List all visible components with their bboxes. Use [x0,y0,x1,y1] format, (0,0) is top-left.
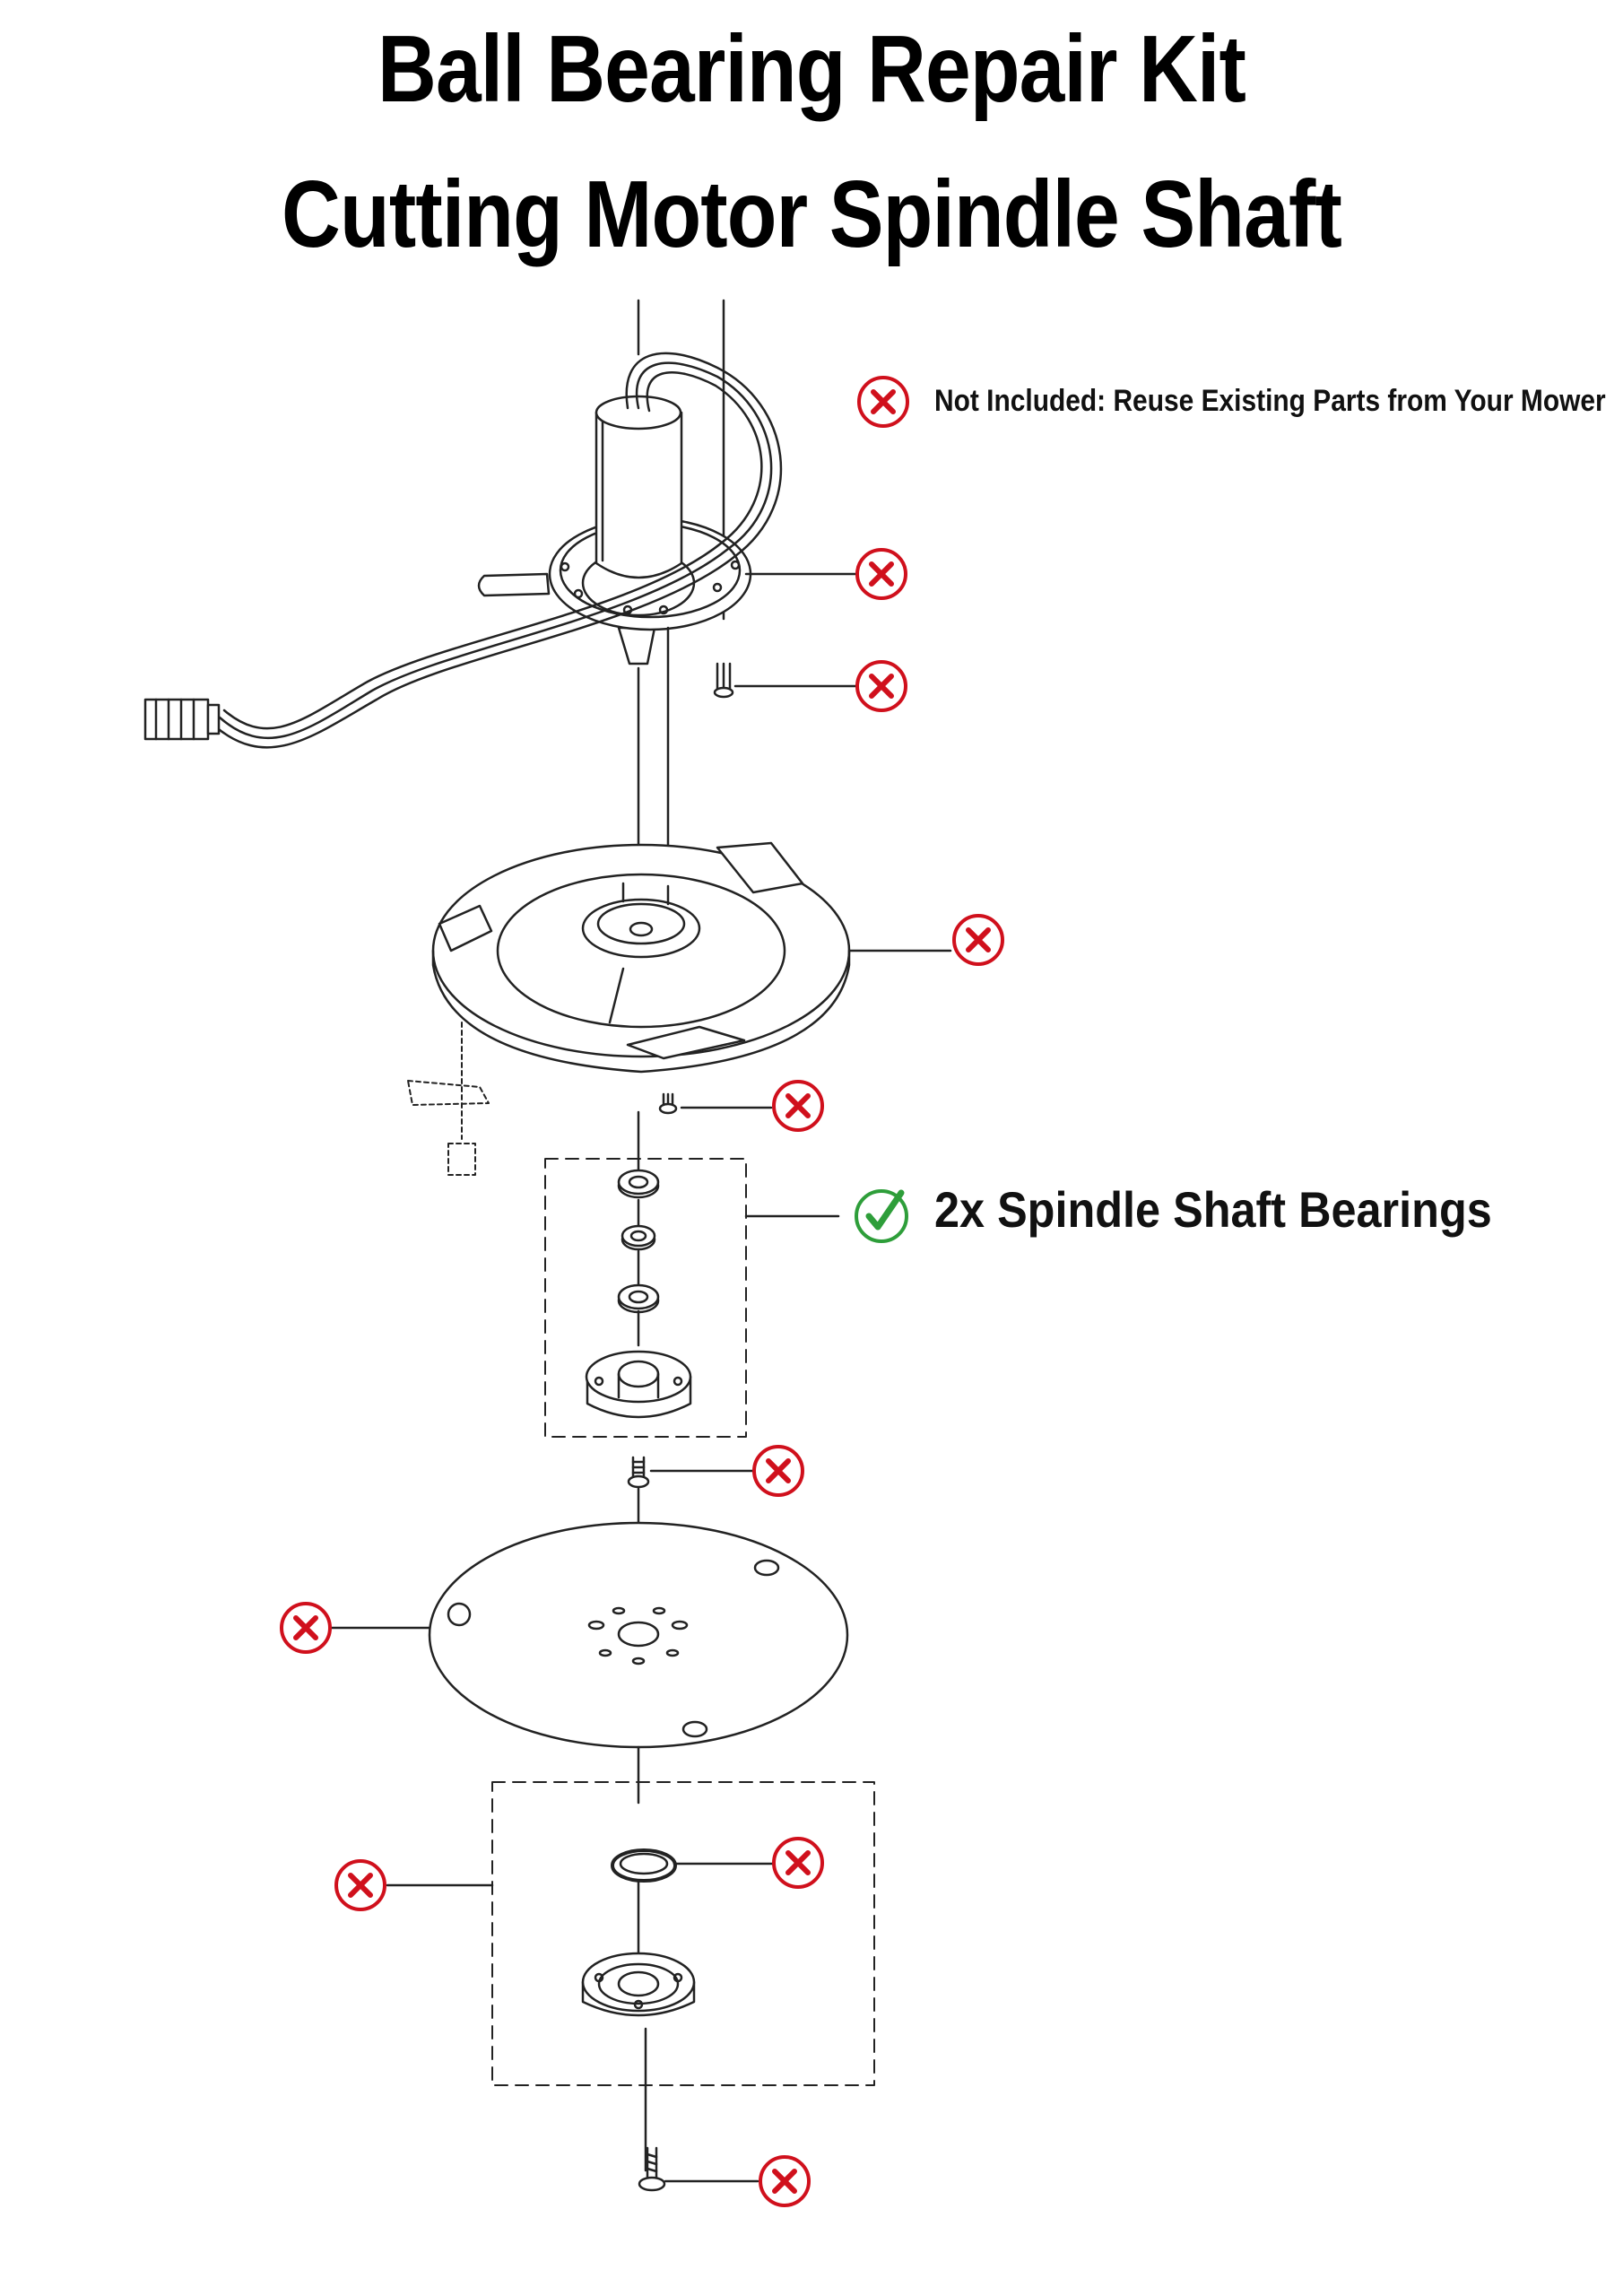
blade-bolt [658,1092,678,1115]
cross-icon [774,1082,822,1130]
title-line-2: Cutting Motor Spindle Shaft [282,161,1342,267]
cross-icon [954,916,1002,964]
lower-group-box [491,1781,875,2086]
o-ring [611,1848,677,1883]
cross-icon [336,1861,385,1909]
bearing-top [617,1169,660,1199]
spacer-washer [621,1224,656,1251]
cross-icon [857,550,906,598]
spare-blade-ghost [407,1022,490,1176]
cross-icon [760,2157,809,2205]
cross-icon [859,378,907,426]
check-icon [855,1189,908,1243]
cross-icon [754,1447,803,1495]
blade-disc [431,841,851,1074]
bearing-bottom [617,1283,660,1314]
cross-icon [857,662,906,710]
lower-hub [581,1952,696,2017]
cross-icon [774,1839,822,1887]
guard-plate [428,1521,849,1749]
cross-icon [282,1604,330,1652]
center-bolt [627,1456,650,1489]
bottom-screw [638,2146,666,2192]
bearing-group-box [544,1158,747,1438]
bearing-housing [585,1350,692,1419]
title-line-1: Ball Bearing Repair Kit [377,16,1246,122]
legend-not-included-label: Not Included: Reuse Existing Parts from … [934,384,1606,418]
motor-screw [713,662,734,699]
legend-included-label: 2x Spindle Shaft Bearings [934,1181,1492,1238]
motor-assembly [143,352,783,749]
